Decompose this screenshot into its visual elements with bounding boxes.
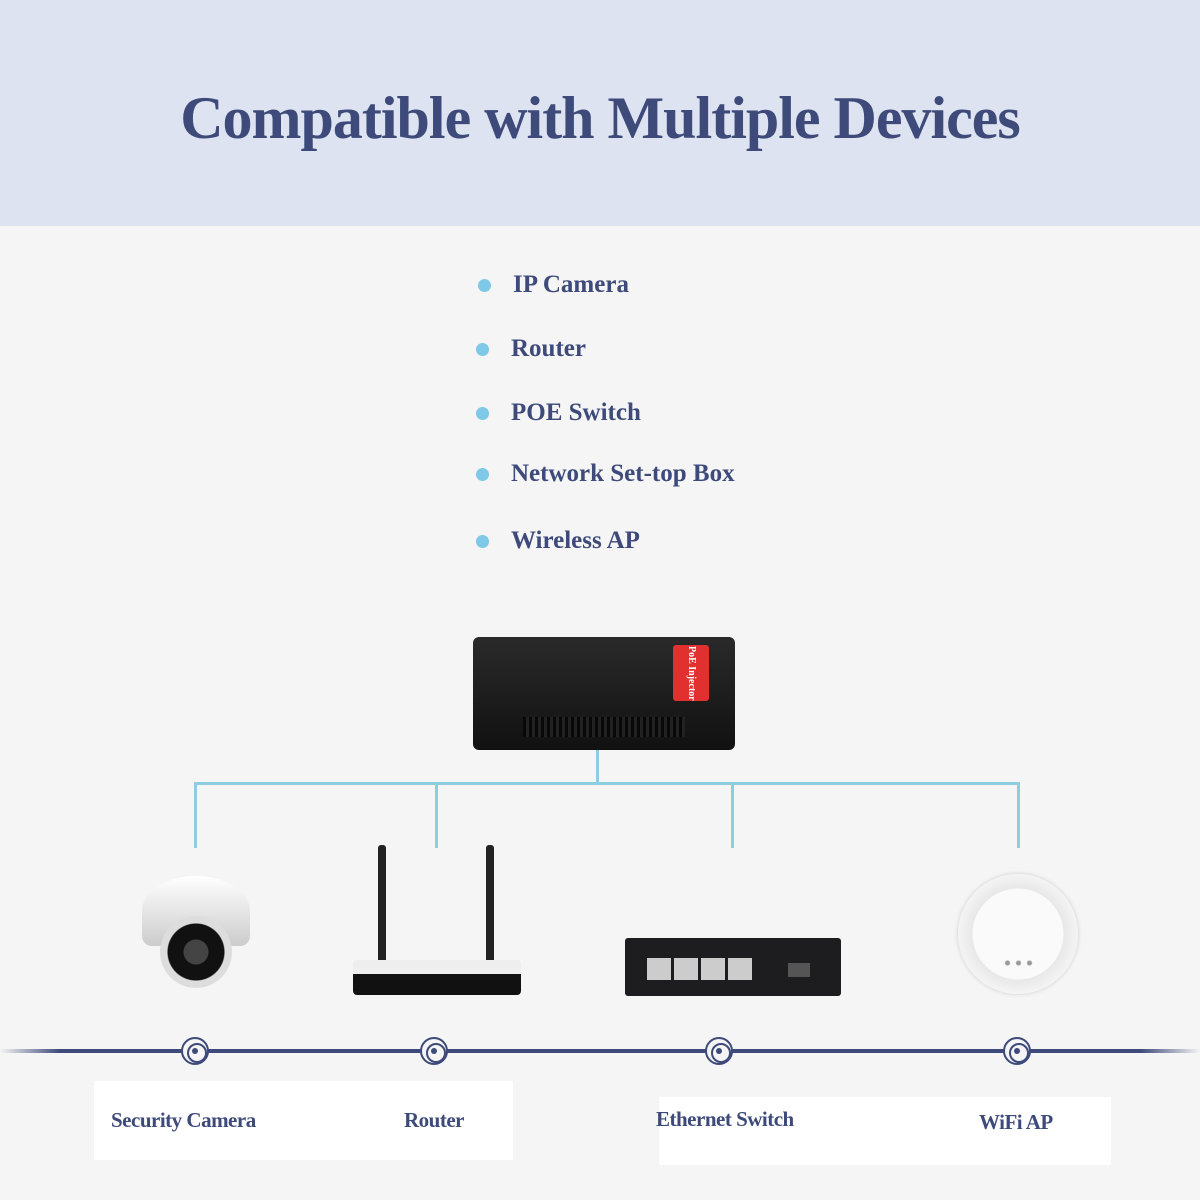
bullet-item: IP Camera xyxy=(478,271,629,299)
bullet-dot-icon xyxy=(476,534,489,548)
caption-box xyxy=(94,1081,513,1160)
vent xyxy=(523,717,685,737)
connector-line xyxy=(435,782,438,848)
connector-line xyxy=(596,750,599,783)
connector-line xyxy=(731,782,734,848)
bullet-text: Network Set-top Box xyxy=(511,460,735,487)
header-banner: Compatible with Multiple Devices xyxy=(0,0,1200,226)
device-caption: Ethernet Switch xyxy=(656,1107,794,1131)
target-marker-icon xyxy=(420,1037,448,1065)
device-caption: WiFi AP xyxy=(979,1110,1053,1134)
bullet-item: POE Switch xyxy=(476,399,641,427)
bullet-dot-icon xyxy=(478,278,491,292)
ethernet-switch-image xyxy=(625,938,841,996)
device-caption: Security Camera xyxy=(111,1108,256,1132)
poe-injector-image: PoE Injector xyxy=(473,637,735,750)
bullet-item: Router xyxy=(476,335,586,363)
connector-line xyxy=(1017,782,1020,848)
bullet-dot-icon xyxy=(476,467,489,481)
wifi-ap-image xyxy=(958,874,1078,994)
bullet-dot-icon xyxy=(476,406,489,420)
security-camera-image xyxy=(142,876,250,1004)
caption-box xyxy=(659,1097,1111,1165)
bullet-item: Network Set-top Box xyxy=(476,460,735,488)
router-image xyxy=(353,845,521,995)
connector-line xyxy=(194,782,197,848)
bullet-dot-icon xyxy=(476,342,489,356)
device-caption: Router xyxy=(404,1108,464,1132)
timeline-axis xyxy=(0,1049,1200,1053)
bullet-text: Wireless AP xyxy=(511,527,640,554)
target-marker-icon xyxy=(181,1037,209,1065)
connector-line xyxy=(194,782,1020,785)
bullet-item: Wireless AP xyxy=(476,527,640,555)
page-title: Compatible with Multiple Devices xyxy=(180,85,1021,151)
bullet-text: Router xyxy=(511,335,586,362)
bullet-text: POE Switch xyxy=(511,399,641,426)
injector-label: PoE Injector xyxy=(673,645,709,701)
target-marker-icon xyxy=(1003,1037,1031,1065)
bullet-text: IP Camera xyxy=(513,271,629,298)
target-marker-icon xyxy=(705,1037,733,1065)
